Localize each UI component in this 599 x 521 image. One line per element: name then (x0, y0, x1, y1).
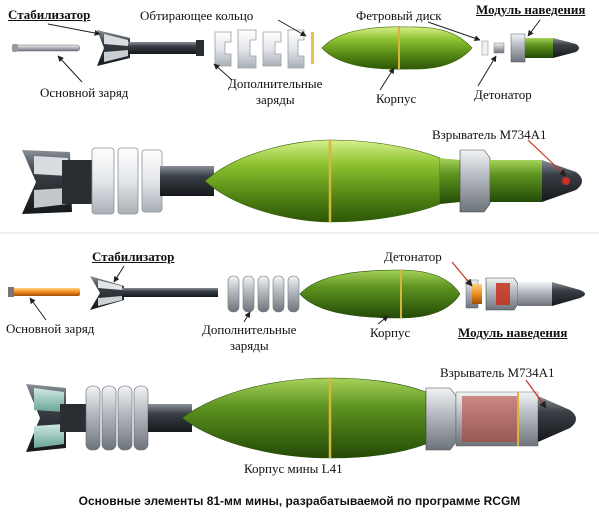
label-bottom-body-l41: Корпус мины L41 (244, 461, 343, 476)
label-bottom-stabilizer: Стабилизатор (92, 249, 175, 264)
bottom-detonator-leader (451, 261, 473, 287)
figure-caption: Основные элементы 81-мм мины, разрабатыв… (78, 494, 521, 508)
top-fuze-leader (527, 139, 567, 177)
label-top-wiping-ring: Обтирающее кольцо (140, 8, 254, 23)
top-exploded-row (11, 26, 579, 70)
bottom-fuze-leader (525, 379, 547, 409)
label-top-additional-charges: Дополнительные заряды (228, 76, 323, 108)
label-bottom-fuze: Взрыватель М734А1 (440, 365, 555, 380)
label-bottom-body: Корпус (370, 325, 411, 340)
bottom-detonator (465, 279, 482, 309)
bottom-exploded-row (8, 269, 585, 319)
top-stabilizer (97, 30, 204, 66)
bottom-assembled-round (26, 377, 576, 459)
label-top-fuze: Взрыватель М734А1 (432, 127, 547, 142)
top-leader-lines (47, 19, 541, 91)
bottom-body (299, 269, 461, 319)
label-top-stabilizer: Стабилизатор (8, 7, 91, 22)
label-bottom-detonator: Детонатор (384, 249, 442, 264)
top-detonator (493, 42, 505, 54)
top-main-charge (11, 44, 81, 52)
bottom-main-charge (8, 287, 80, 297)
label-bottom-additional-charges: Дополнительные заряды (202, 322, 297, 354)
top-felt-disc (481, 40, 489, 56)
label-top-detonator: Детонатор (474, 87, 532, 102)
label-bottom-guidance-module: Модуль наведения (458, 325, 568, 340)
bottom-stabilizer (90, 276, 218, 310)
label-top-main-charge: Основной заряд (40, 85, 129, 100)
top-body (321, 26, 473, 70)
top-assembled-round (22, 139, 582, 223)
bottom-guidance-module (485, 277, 585, 311)
label-top-guidance-module: Модуль наведения (476, 2, 586, 17)
top-guidance-module (510, 33, 579, 63)
label-top-felt-disc: Фетровый диск (356, 8, 442, 23)
background-text-ghost (0, 232, 599, 234)
label-top-body: Корпус (376, 91, 417, 106)
label-bottom-main-charge: Основной заряд (6, 321, 95, 336)
top-wiping-ring (311, 32, 314, 64)
top-additional-charges (214, 29, 305, 69)
bottom-leader-lines (29, 265, 389, 325)
bottom-additional-charges (227, 275, 300, 313)
